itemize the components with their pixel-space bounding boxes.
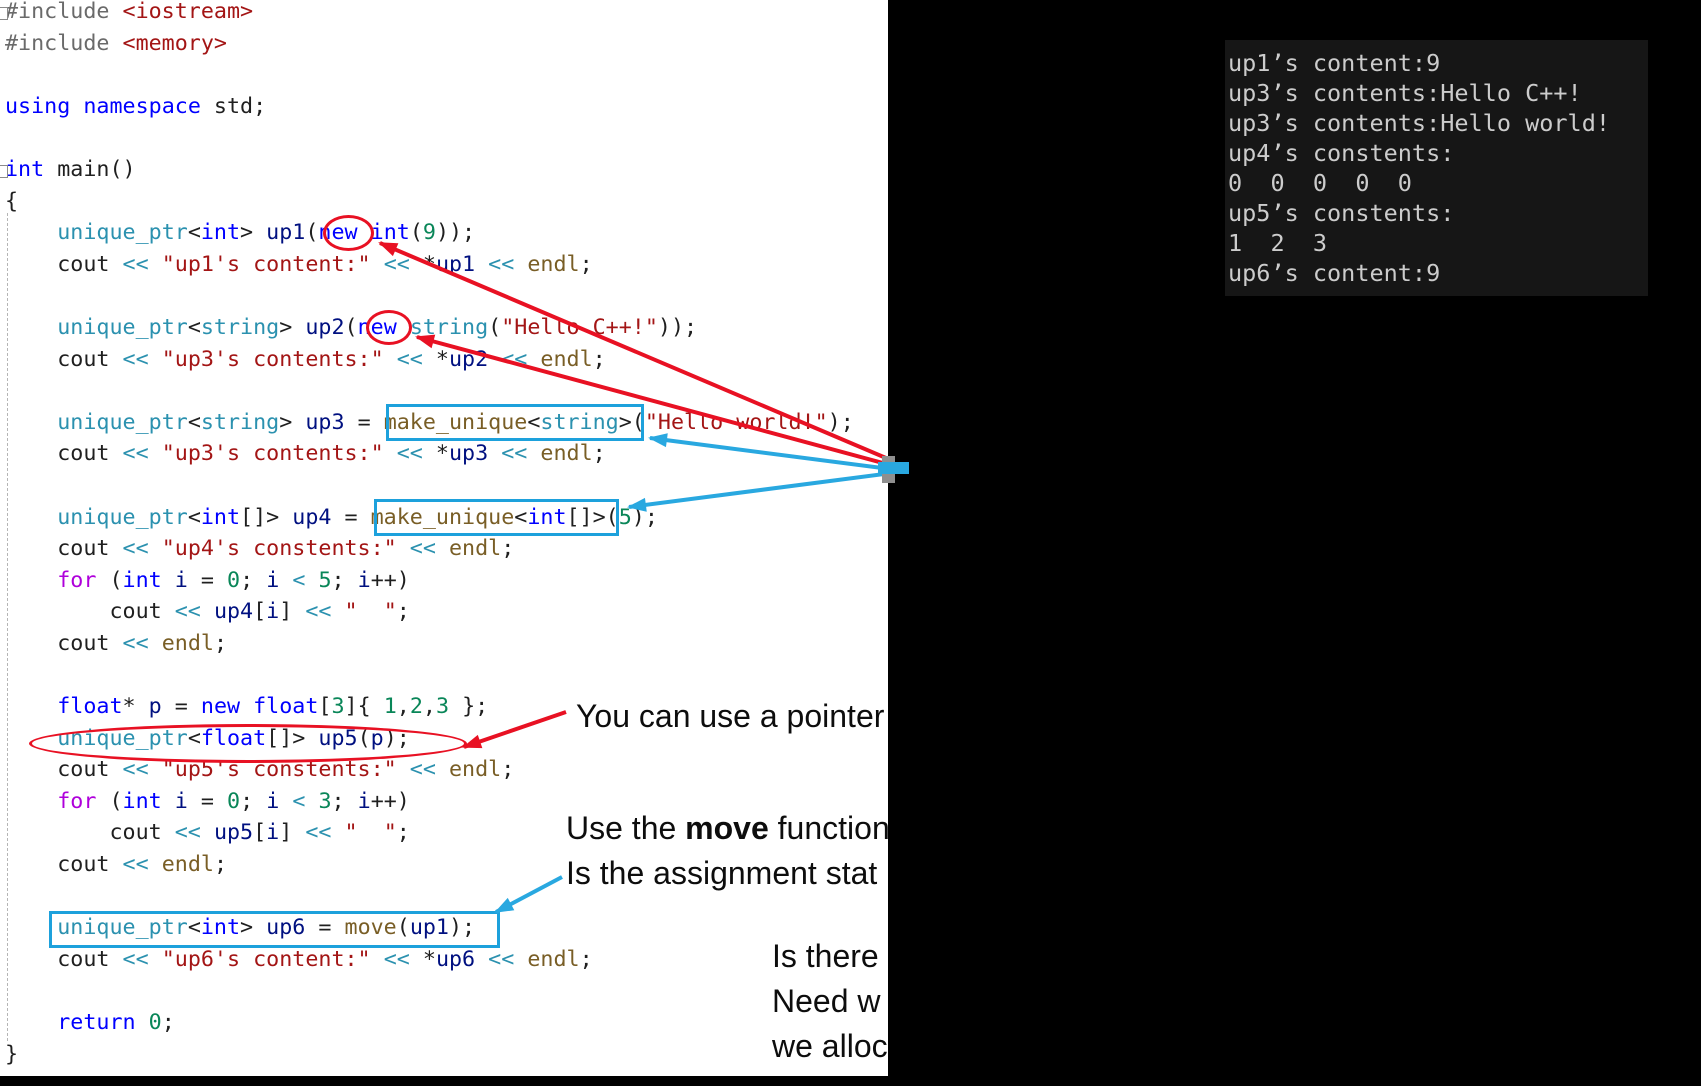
code-line: cout << "up3's contents:" << *up2 << end… <box>5 346 606 372</box>
code-line: { <box>5 188 19 214</box>
code-line <box>5 375 854 407</box>
code-line: cout << "up1's content:" << *up1 << endl… <box>5 251 593 277</box>
console-line: up4’s constents: <box>1228 139 1455 167</box>
code-line <box>5 122 854 154</box>
code-line: } <box>5 1041 19 1067</box>
code-line: cout << up4[i] << " "; <box>5 599 410 625</box>
console-line: up3’s contents:Hello C++! <box>1228 79 1582 107</box>
code-line: #include <memory> <box>5 30 227 56</box>
cyan-box-make-unique-int-array <box>374 499 619 536</box>
note-is-there: Is there <box>772 938 879 974</box>
code-line: int main() <box>5 156 136 182</box>
console-line: up5’s constents: <box>1228 199 1455 227</box>
code-line <box>5 975 854 1007</box>
console-line: up1’s content:9 <box>1228 49 1441 77</box>
code-line <box>5 470 854 502</box>
code-line: cout << "up6's content:" << *up6 << endl… <box>5 946 593 972</box>
note-move-bold: move <box>685 810 769 846</box>
console-line: up3’s contents:Hello world! <box>1228 109 1611 137</box>
code-line <box>5 659 854 691</box>
code-line: using namespace std; <box>5 93 267 119</box>
code-line: float* p = new float[3]{ 1,2,3 }; <box>57 694 489 720</box>
note-need: Need w <box>772 983 881 1019</box>
red-oval-up5-line <box>29 724 467 763</box>
red-circle-up1-new <box>323 215 374 251</box>
code-line <box>5 59 854 91</box>
code-line: cout << up5[i] << " "; <box>5 820 410 846</box>
code-line: cout << "up4's constents:" << endl; <box>5 536 515 562</box>
code-line: cout << endl; <box>5 630 227 656</box>
code-line <box>5 280 854 312</box>
code-line: unique_ptr<int> up1(new int(9)); <box>57 220 476 246</box>
fold-marker-icon <box>0 7 8 20</box>
red-circle-up2-new <box>366 310 412 345</box>
code-line: unique_ptr<int> up6 = move(up1); <box>57 915 476 941</box>
note-pointer: You can use a pointer <box>576 698 885 734</box>
code-line: cout << endl; <box>5 852 227 878</box>
code-line: for (int i = 0; i < 5; i++) <box>57 567 410 593</box>
console-line: up6’s content:9 <box>1228 259 1441 287</box>
indent-guide-line <box>7 213 8 1041</box>
note-move-post: function <box>768 810 890 846</box>
black-overlay-bottom <box>0 1076 1701 1086</box>
code-line: unique_ptr<int[]> up4 = make_unique<int[… <box>57 504 658 530</box>
note-assignment: Is the assignment stat <box>566 855 878 891</box>
code-line: #include <iostream> <box>5 0 254 24</box>
code-line: for (int i = 0; i < 3; i++) <box>57 788 410 814</box>
fold-marker-icon <box>0 165 8 178</box>
note-move-function: Use the move function <box>566 810 890 847</box>
console-line: 1 2 3 <box>1228 229 1328 257</box>
code-line: cout << "up3's contents:" << *up3 << end… <box>5 441 606 467</box>
note-we-alloc: we alloc <box>772 1028 888 1064</box>
code-line: return 0; <box>57 1010 175 1035</box>
note-move-pre: Use the <box>566 810 686 846</box>
console-line: 0 0 0 0 0 <box>1228 169 1412 197</box>
cyan-box-make-unique-string <box>386 404 644 441</box>
cyan-box-up6-move-line <box>49 911 500 948</box>
code-line: unique_ptr<string> up2(new string("Hello… <box>57 314 698 340</box>
cyan-connector-bar <box>878 462 909 474</box>
